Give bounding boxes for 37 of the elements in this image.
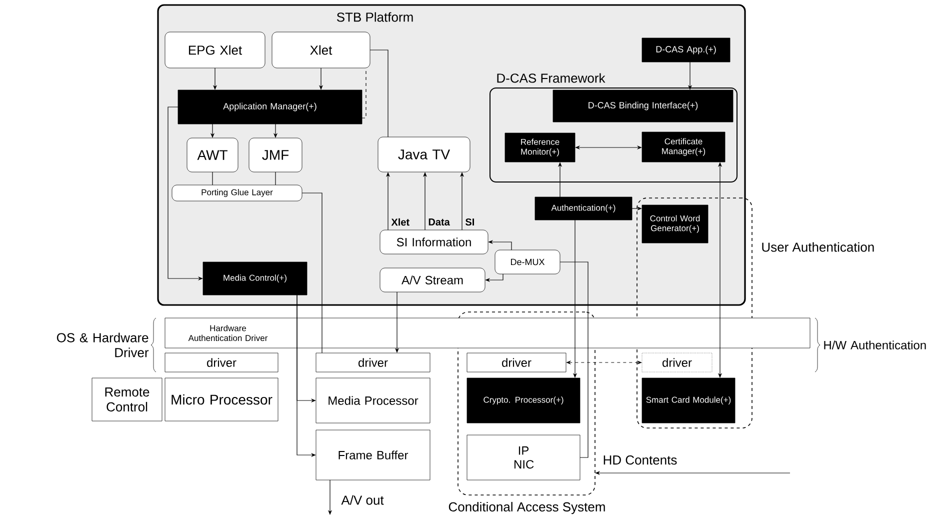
node-label: User Authentication	[762, 242, 874, 252]
demux-box: De-MUX	[494, 250, 560, 274]
node-label: D-CAS Framework	[497, 73, 606, 83]
module-box: Java TV	[378, 136, 470, 172]
side-label: OS & Hardware Driver	[56, 332, 149, 358]
module-box: A/V Stream	[380, 268, 486, 292]
driver-box: driver	[164, 352, 278, 372]
hardware-box: Micro Processor	[164, 378, 278, 422]
module-box: Xlet	[272, 32, 370, 68]
edge-label: HD Contents	[602, 454, 678, 466]
module-box: EPG Xlet	[164, 32, 266, 68]
module-box: JMF	[248, 138, 302, 172]
layer-bar: Hardware Authentication Driver	[164, 318, 810, 348]
node-label: Conditional Access System	[448, 502, 605, 514]
driver-box: driver	[642, 352, 712, 372]
hardware-box: Media Processor	[316, 378, 430, 424]
module-box: Control Word Generator(+)	[642, 204, 708, 244]
hardware-box: Frame Buffer	[316, 430, 430, 480]
layer-box: Porting Glue Layer	[172, 184, 302, 202]
edge-label: Data	[427, 218, 451, 226]
module-box: SI Information	[380, 230, 488, 254]
driver-box: driver	[466, 352, 566, 372]
hardware-box: Remote Control	[92, 378, 162, 422]
hardware-box: Smart Card Module(+)	[642, 378, 736, 424]
module-box: Media Control(+)	[202, 262, 308, 296]
module-box: AWT	[186, 138, 238, 172]
edge-label: A/V out	[340, 494, 385, 506]
hardware-box: IP NIC	[466, 434, 580, 480]
driver-box: driver	[316, 352, 430, 372]
module-box: Authentication(+)	[534, 196, 632, 220]
module-box: Certificate Manager(+)	[642, 132, 726, 162]
module-box: D-CAS Binding Interface(+)	[552, 90, 734, 122]
module-box: Application Manager(+)	[178, 90, 362, 124]
module-box: Reference Monitor(+)	[504, 132, 576, 162]
module-box: D-CAS App.(+)	[642, 38, 730, 62]
hardware-box: Crypto. Processor(+)	[466, 378, 580, 424]
side-label: H/W Authentication	[824, 340, 926, 350]
